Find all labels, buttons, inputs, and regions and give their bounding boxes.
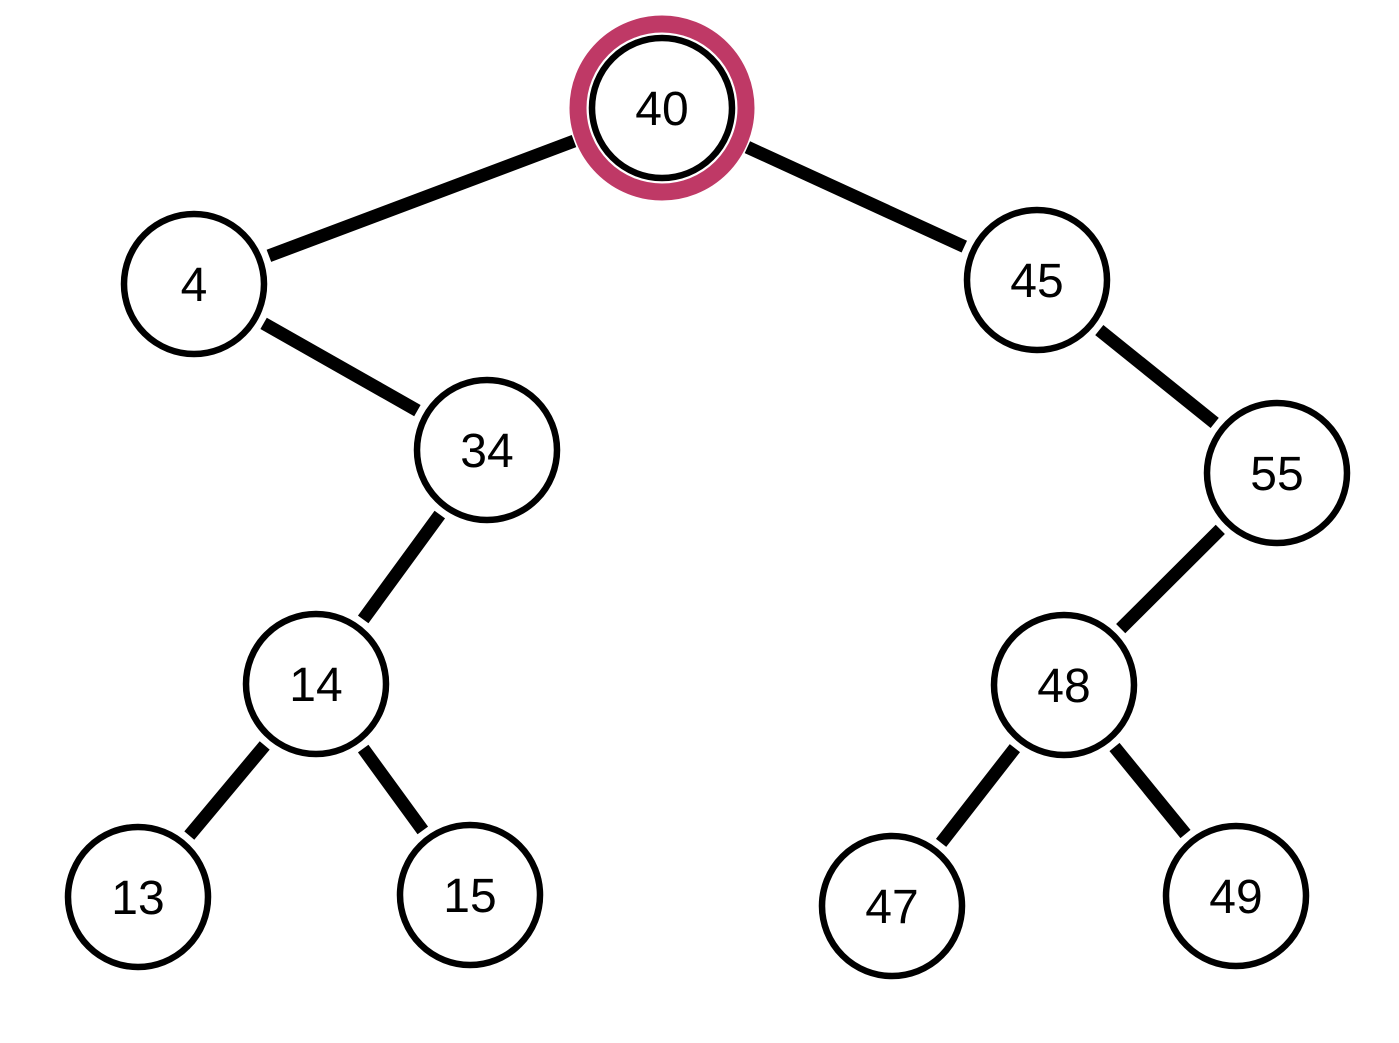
tree-edge-48-49 bbox=[1109, 742, 1191, 839]
node-circle bbox=[120, 210, 268, 358]
tree-node-14: 14 bbox=[242, 610, 390, 758]
node-label: 13 bbox=[111, 872, 164, 925]
tree-node-15: 15 bbox=[396, 821, 544, 969]
node-label: 15 bbox=[443, 870, 496, 923]
node-circle bbox=[413, 376, 561, 524]
tree-edge-55-48 bbox=[1116, 524, 1225, 634]
node-label: 45 bbox=[1010, 255, 1063, 308]
tree-edge-14-13 bbox=[184, 741, 270, 840]
tree-edge-48-47 bbox=[935, 744, 1021, 847]
node-label: 34 bbox=[460, 425, 513, 478]
tree-node-34: 34 bbox=[413, 376, 561, 524]
node-circle bbox=[990, 611, 1138, 759]
tree-edge-40-45 bbox=[744, 141, 968, 253]
tree-edge-4-34 bbox=[260, 317, 421, 417]
tree-node-48: 48 bbox=[990, 611, 1138, 759]
tree-node-13: 13 bbox=[64, 823, 212, 971]
tree-edge-14-15 bbox=[357, 744, 429, 835]
tree-edge-40-4 bbox=[266, 135, 577, 262]
tree-edge-45-55 bbox=[1095, 325, 1219, 428]
node-label: 14 bbox=[289, 659, 342, 712]
node-circle bbox=[588, 34, 736, 182]
node-circle bbox=[963, 206, 1111, 354]
node-label: 4 bbox=[181, 259, 208, 312]
tree-node-55: 55 bbox=[1203, 399, 1351, 547]
node-label: 55 bbox=[1250, 448, 1303, 501]
node-label: 47 bbox=[865, 881, 918, 934]
node-circle bbox=[396, 821, 544, 969]
tree-node-40: 40 bbox=[569, 15, 755, 201]
node-circle bbox=[1203, 399, 1351, 547]
node-circle bbox=[242, 610, 390, 758]
tree-node-4: 4 bbox=[120, 210, 268, 358]
node-circle bbox=[1162, 822, 1310, 970]
highlight-ring bbox=[569, 15, 755, 201]
tree-node-49: 49 bbox=[1162, 822, 1310, 970]
node-circle bbox=[64, 823, 212, 971]
tree-edge-34-14 bbox=[357, 510, 446, 624]
node-label: 40 bbox=[635, 83, 688, 136]
node-circle bbox=[818, 832, 966, 980]
tree-node-45: 45 bbox=[963, 206, 1111, 354]
node-label: 49 bbox=[1209, 871, 1262, 924]
node-label: 48 bbox=[1037, 660, 1090, 713]
tree-node-47: 47 bbox=[818, 832, 966, 980]
